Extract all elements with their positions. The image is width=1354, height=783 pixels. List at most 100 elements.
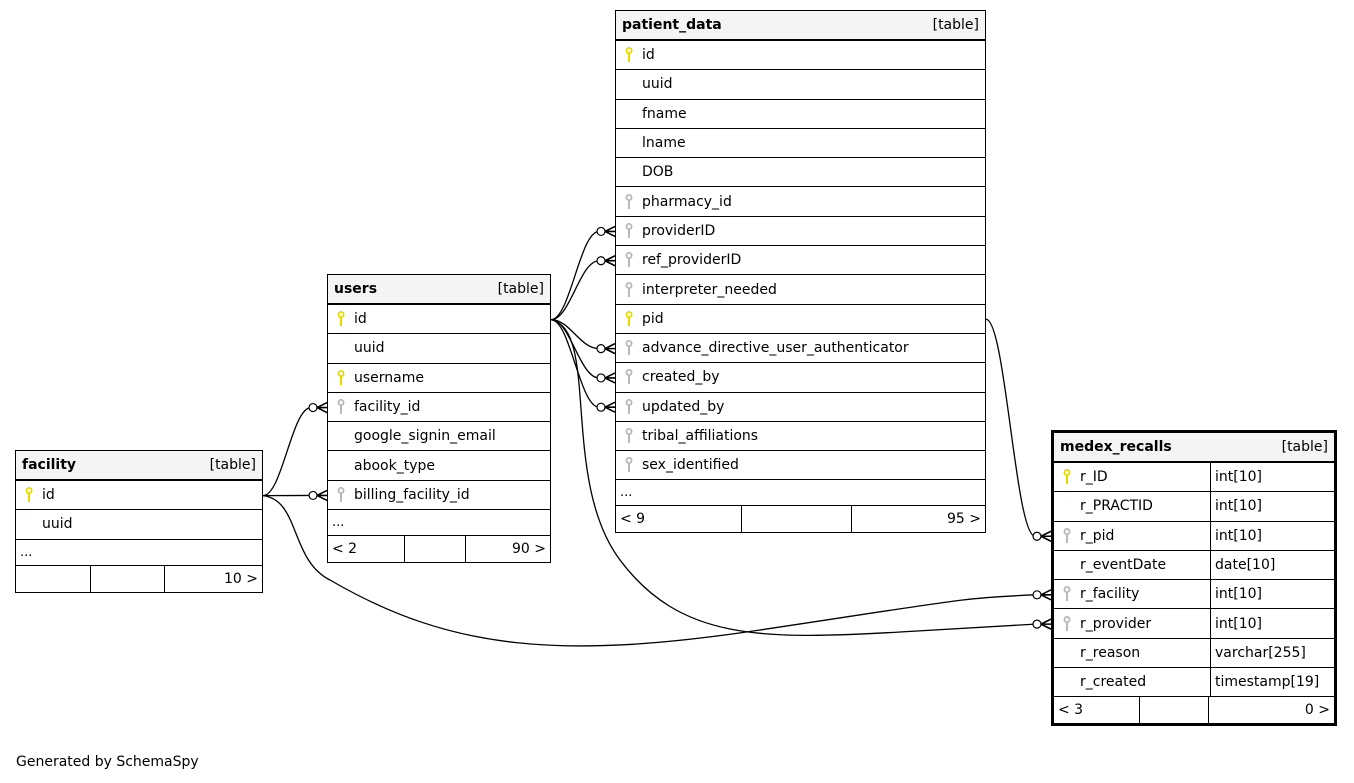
- column-row-google-signin-email[interactable]: google_signin_email: [328, 422, 550, 452]
- crows-foot-many-marker: [1040, 530, 1052, 542]
- foreign-key-icon: [1054, 615, 1080, 632]
- column-name: id: [42, 487, 55, 504]
- column-row-pharmacy-id[interactable]: pharmacy_id: [616, 187, 985, 217]
- relationship-line: [985, 318, 1036, 537]
- table-kind: [table]: [1281, 439, 1328, 455]
- relationship-line: [550, 318, 600, 350]
- table-footer: < 9 95 >: [616, 506, 985, 533]
- column-name: uuid: [42, 516, 73, 533]
- children-count[interactable]: 10 >: [224, 570, 258, 587]
- crows-foot-many-marker: [1040, 618, 1052, 630]
- parents-count: [16, 565, 91, 592]
- crows-foot-many-marker: [604, 372, 616, 384]
- column-row-dob[interactable]: DOB: [616, 158, 985, 188]
- column-name: id: [354, 311, 367, 328]
- column-name: providerID: [642, 222, 716, 239]
- schemaspy-credit: Generated by SchemaSpy: [16, 754, 199, 770]
- children-count[interactable]: 90 >: [512, 541, 546, 558]
- column-name: pharmacy_id: [642, 193, 732, 210]
- column-type: int[10]: [1210, 492, 1334, 521]
- column-type: date[10]: [1210, 550, 1334, 580]
- column-row-advance-directive-user-authenticator[interactable]: advance_directive_user_authenticator: [616, 334, 985, 364]
- column-name: r_pid: [1080, 527, 1115, 544]
- column-name: id: [642, 47, 655, 64]
- column-row-abook-type[interactable]: abook_type: [328, 451, 550, 481]
- table-header: facility [table]: [16, 451, 262, 481]
- column-row-sex-identified[interactable]: sex_identified: [616, 451, 985, 481]
- optional-circle-marker: [596, 373, 606, 383]
- crows-foot-many-marker: [604, 401, 616, 413]
- column-name: facility_id: [354, 399, 421, 416]
- foreign-key-icon: [616, 398, 642, 415]
- foreign-key-icon: [616, 222, 642, 239]
- more-columns: ...: [16, 540, 262, 566]
- optional-circle-marker: [596, 402, 606, 412]
- crows-foot-many-marker: [604, 225, 616, 238]
- more-columns: ...: [616, 480, 985, 507]
- column-row-r-practid[interactable]: r_PRACTID int[10]: [1054, 492, 1334, 522]
- column-row-id[interactable]: id: [16, 481, 262, 511]
- column-name: DOB: [642, 164, 674, 181]
- column-row-username[interactable]: username: [328, 364, 550, 393]
- column-row-uuid[interactable]: uuid: [328, 334, 550, 364]
- crows-foot-many-marker: [1040, 589, 1052, 601]
- column-name: fname: [642, 105, 687, 122]
- foreign-key-icon: [1054, 586, 1080, 602]
- table-footer: < 2 90 >: [328, 536, 550, 563]
- children-count[interactable]: 0 >: [1304, 702, 1330, 719]
- table-kind: [table]: [497, 281, 544, 297]
- column-row-uuid[interactable]: uuid: [16, 510, 262, 540]
- column-row-id[interactable]: id: [328, 305, 550, 335]
- table-header: medex_recalls [table]: [1054, 433, 1334, 463]
- column-row-uuid[interactable]: uuid: [616, 70, 985, 100]
- column-row-id[interactable]: id: [616, 41, 985, 71]
- column-row-tribal-affiliations[interactable]: tribal_affiliations: [616, 422, 985, 452]
- relationship-line: [262, 406, 312, 497]
- column-name: abook_type: [354, 457, 435, 474]
- children-count[interactable]: 95 >: [947, 511, 981, 528]
- column-row-created-by[interactable]: created_by: [616, 363, 985, 393]
- column-row-billing-facility-id[interactable]: billing_facility_id: [328, 481, 550, 511]
- table-footer: 10 >: [16, 565, 262, 592]
- parents-count[interactable]: < 2: [328, 536, 405, 563]
- column-row-facility-id[interactable]: facility_id: [328, 393, 550, 423]
- table-name: patient_data: [622, 17, 722, 33]
- optional-circle-marker: [308, 402, 318, 413]
- column-type: int[10]: [1210, 580, 1334, 609]
- table-name: medex_recalls: [1060, 439, 1172, 455]
- column-row-ref-providerid[interactable]: ref_providerID: [616, 246, 985, 276]
- parents-count[interactable]: < 3: [1054, 697, 1140, 724]
- column-row-fname[interactable]: fname: [616, 100, 985, 129]
- table-kind: [table]: [932, 17, 979, 33]
- column-row-providerid[interactable]: providerID: [616, 217, 985, 247]
- table-name: users: [334, 281, 378, 297]
- parents-count[interactable]: < 9: [616, 506, 742, 533]
- column-name: r_PRACTID: [1080, 498, 1153, 515]
- crows-foot-many-marker: [316, 489, 328, 502]
- column-row-interpreter-needed[interactable]: interpreter_needed: [616, 275, 985, 305]
- table-facility[interactable]: facility [table] id uuid ... 10 >: [15, 450, 263, 593]
- column-row-lname[interactable]: lname: [616, 129, 985, 159]
- optional-circle-marker: [596, 226, 606, 237]
- relationship-line: [550, 230, 600, 321]
- primary-key-icon: [616, 47, 642, 63]
- foreign-key-icon: [616, 457, 642, 473]
- crows-foot-many-marker: [604, 342, 616, 355]
- table-header: users [table]: [328, 275, 550, 305]
- column-row-updated-by[interactable]: updated_by: [616, 393, 985, 422]
- column-name: created_by: [642, 369, 720, 386]
- column-name: google_signin_email: [354, 428, 496, 445]
- foreign-key-icon: [328, 399, 354, 415]
- column-row-pid[interactable]: pid: [616, 305, 985, 334]
- column-name: advance_directive_user_authenticator: [642, 340, 909, 357]
